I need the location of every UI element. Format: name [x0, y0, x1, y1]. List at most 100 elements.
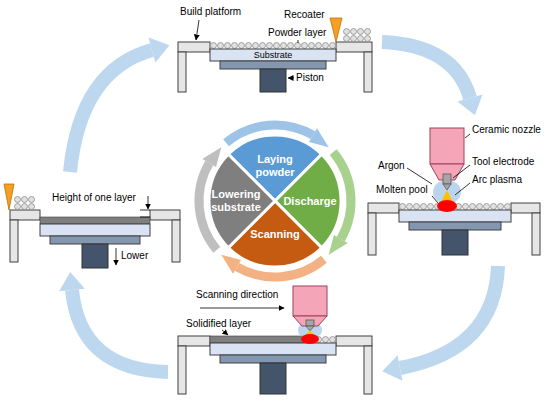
dimension-mark [148, 196, 149, 209]
stage-label: Laying powder [255, 153, 294, 178]
part-label: Powder layer [268, 27, 326, 39]
dimension-mark [140, 217, 150, 218]
build-platform [172, 220, 180, 262]
part-label: Argon [378, 160, 405, 172]
dimension-mark [116, 248, 117, 265]
part-label: Substrate [254, 50, 293, 61]
nozzle-tip [293, 316, 327, 326]
leader-line [288, 78, 294, 79]
cycle-arrowhead [59, 272, 85, 291]
powder-pile [343, 28, 371, 42]
part-label: Height of one layer [52, 192, 136, 204]
substrate-plate [399, 210, 511, 222]
ceramic-nozzle [293, 286, 327, 316]
part-label: Solidified layer [186, 318, 251, 330]
part-label: Ceramic nozzle [472, 124, 541, 136]
part-label: Scanning direction [196, 289, 278, 301]
build-platform [178, 42, 372, 92]
piston [260, 69, 286, 92]
build-platform [178, 346, 186, 394]
cycle-arrow [400, 266, 498, 368]
part-label: Piston [296, 72, 324, 84]
cycle-arrowhead [458, 95, 483, 116]
stage-wedge [209, 135, 341, 267]
ring-arrowhead [202, 147, 221, 167]
stage-segment: Laying powder [255, 153, 294, 178]
ring-arrowhead [309, 128, 329, 147]
piston [442, 230, 468, 255]
solidified-layer [40, 217, 150, 224]
build-platform [364, 52, 372, 92]
leader-line [432, 196, 438, 203]
electrode-tip [443, 184, 451, 190]
dimension-mark [140, 210, 150, 211]
cycle-arrow [382, 42, 470, 98]
build-platform [150, 210, 180, 220]
ring-arrowhead [221, 255, 241, 274]
build-platform [10, 210, 40, 220]
cycle-arrowhead [149, 38, 170, 63]
stage-segment: Lowering substrate [211, 188, 261, 213]
substrate-plate [210, 49, 336, 61]
part-label: Arc plasma [472, 174, 522, 186]
leader-line [407, 168, 432, 184]
part-label: Recoater [284, 9, 325, 21]
powder-layer [210, 42, 336, 49]
stage-label: Lowering substrate [211, 188, 261, 213]
stage-segment: Discharge [283, 195, 336, 208]
leader-line [200, 308, 284, 309]
tool-electrode [443, 174, 451, 184]
build-platform [532, 213, 540, 255]
leader-line [453, 165, 470, 178]
part-label: Build platform [180, 6, 241, 18]
part-label: Lower [121, 250, 148, 262]
build-platform [10, 220, 18, 262]
build-platform [178, 52, 186, 92]
leader-line [465, 134, 470, 138]
tool-electrode [306, 320, 314, 326]
recoater-blade [330, 18, 342, 42]
powder-pile [14, 196, 35, 210]
leader-line [196, 20, 199, 40]
substrate-plate [210, 343, 336, 355]
build-platform [178, 336, 372, 394]
cycle-arrow [72, 290, 168, 372]
part-label: Tool electrode [472, 156, 534, 168]
ring-arc [199, 125, 351, 277]
cycle-arrowhead [382, 355, 402, 381]
build-platform [336, 336, 372, 346]
ceramic-nozzle [430, 128, 464, 164]
build-platform [511, 203, 540, 213]
stage-label: Discharge [283, 195, 336, 208]
carrier-plate [50, 236, 140, 244]
ring-arc [226, 125, 313, 143]
build-platform [368, 203, 540, 255]
stage-label: Scanning [250, 228, 300, 241]
build-platform [178, 336, 210, 346]
build-platform [178, 42, 210, 52]
piston [260, 363, 286, 394]
ring-arrowhead [329, 235, 348, 255]
cycle-arrow [70, 50, 152, 172]
part-label: Molten pool [376, 184, 428, 196]
dimension-mark [116, 196, 150, 265]
ring-arc [237, 259, 324, 277]
carrier-plate [220, 61, 326, 69]
build-platform [368, 213, 376, 255]
build-platform [364, 346, 372, 394]
ring-arrowhead [202, 128, 347, 273]
leader-line [298, 40, 299, 43]
molten-pool [301, 334, 319, 344]
solidified-layer [210, 336, 308, 343]
build-platform [368, 203, 399, 213]
carrier-plate [220, 355, 326, 363]
stage-segment: Scanning [250, 228, 300, 241]
molten-pool [437, 200, 457, 212]
build-platform [336, 42, 372, 52]
leader-line [455, 183, 470, 195]
substrate-plate [40, 224, 150, 236]
leader-line [222, 330, 228, 335]
piston [82, 244, 108, 268]
